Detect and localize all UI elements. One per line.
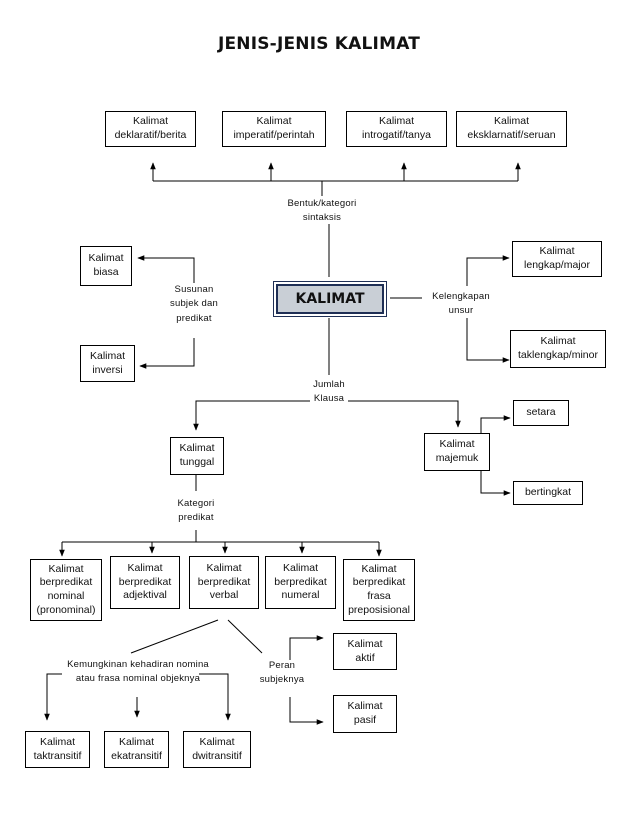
box-setara: setara xyxy=(513,400,569,426)
arrow-to-tunggal xyxy=(193,400,310,431)
arrow-to-lengkap xyxy=(466,255,510,286)
arrow-to-taklengkap xyxy=(466,318,510,363)
arrow-to-inversi xyxy=(139,338,195,369)
arrow-to-dwitransitif xyxy=(199,673,231,721)
arrow-to-pasif xyxy=(289,697,324,725)
arrow-to-majemuk xyxy=(348,400,461,428)
center-box: KALIMAT xyxy=(273,281,387,317)
arrow-to-taktransitif xyxy=(44,673,62,721)
diagram-title: JENIS-JENIS KALIMAT xyxy=(217,34,421,54)
arrow-to-setara xyxy=(480,415,511,433)
arrow-to-aktif xyxy=(289,635,324,660)
arrow-to-bertingkat xyxy=(480,471,511,496)
line-verbal-to-peran xyxy=(227,619,263,654)
line-verbal-to-objek xyxy=(130,619,219,654)
arrow-to-biasa xyxy=(137,255,195,283)
box-bertingkat: bertingkat xyxy=(513,481,583,505)
